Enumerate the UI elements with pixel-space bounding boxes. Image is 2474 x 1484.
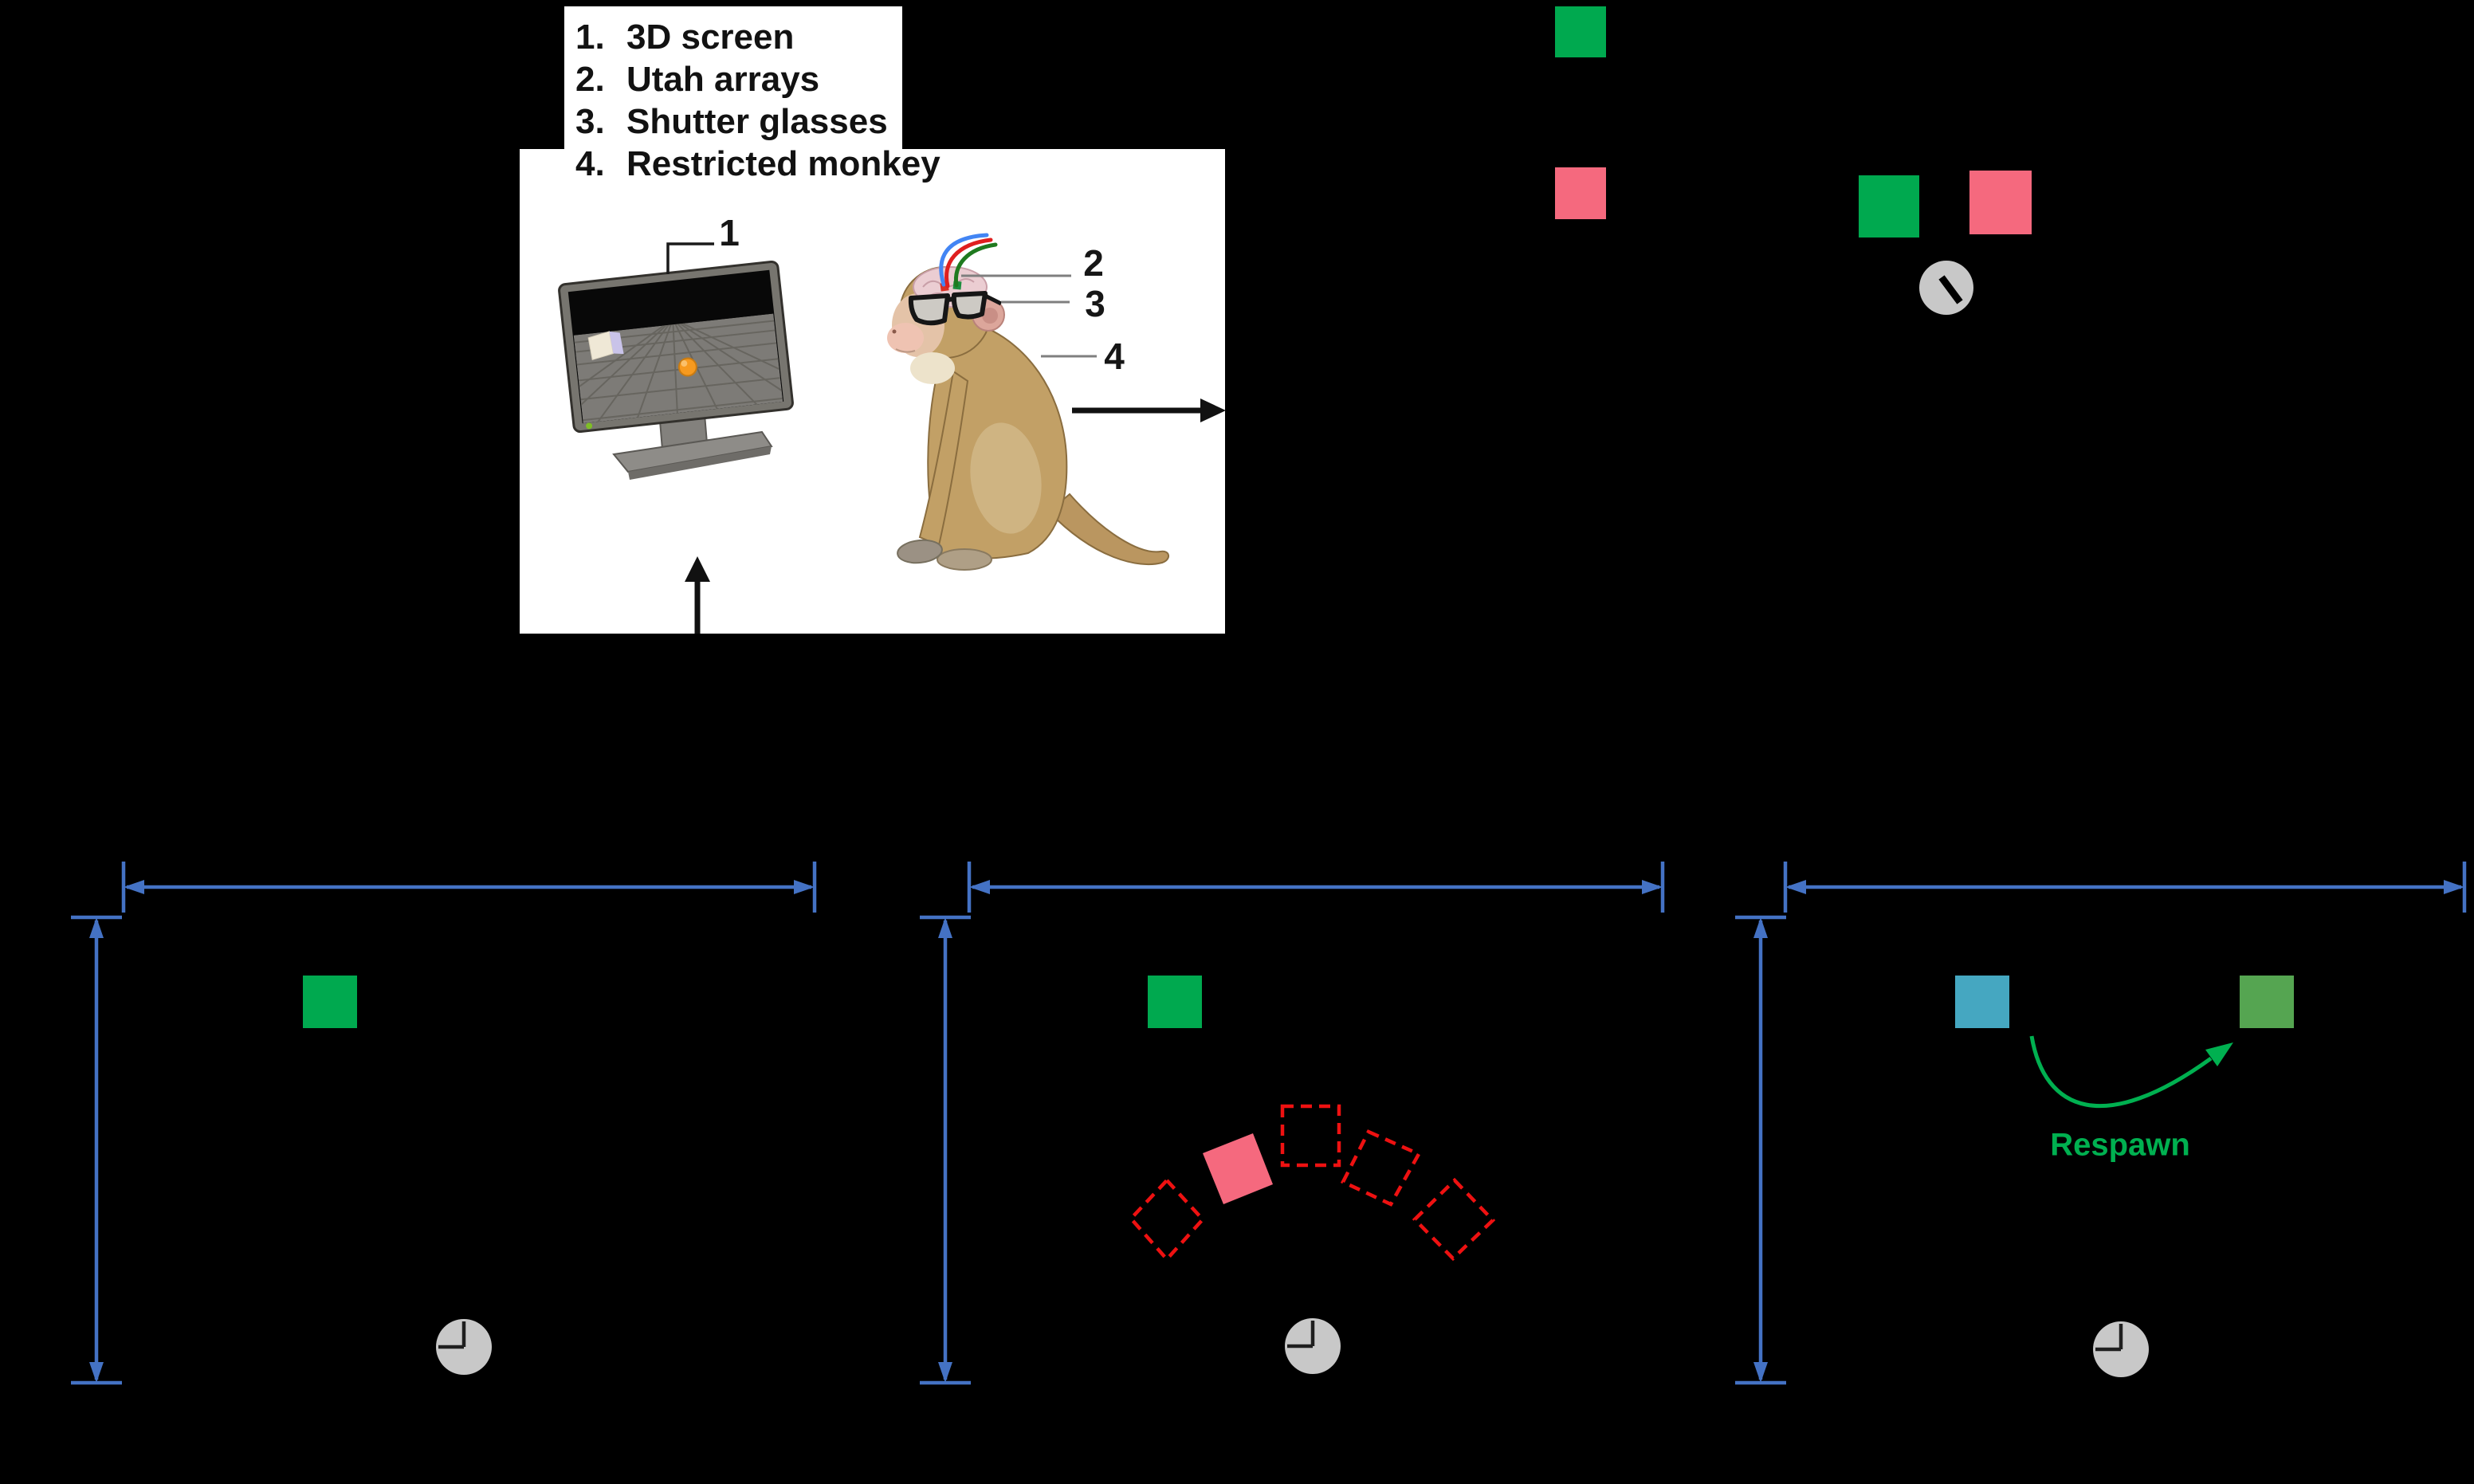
phase1-depth-line-arrow-top [89, 917, 104, 938]
legend-number: 4. [575, 144, 605, 183]
phase1-duration-line-arrow-right [794, 880, 815, 894]
phase2-start-square [1148, 976, 1202, 1028]
respawn-arrow [2029, 1035, 2213, 1109]
legend-label: Shutter glasses [626, 102, 888, 141]
phase2-clock [1285, 1318, 1341, 1374]
legend-label: Restricted monkey [626, 144, 941, 183]
monkey-callout-4: 4 [1104, 336, 1125, 377]
legend-number: 2. [575, 60, 605, 99]
legend-label: Utah arrays [626, 60, 820, 99]
phase1-duration-line-arrow-left [124, 880, 144, 894]
apparatus-panel [520, 149, 1225, 634]
legend-item-1: 1. 3D screen [564, 18, 902, 60]
phase2-target-square [1203, 1133, 1273, 1204]
phase3-teal-square [1955, 976, 2009, 1028]
phase3-respawn-square [2240, 976, 2294, 1028]
monitor-callout-1: 1 [719, 212, 740, 253]
sequence-clock [1919, 261, 1973, 315]
phase2-duration-line-arrow-left [969, 880, 990, 894]
legend-label: 3D screen [626, 18, 795, 57]
phase3-clock [2093, 1321, 2149, 1377]
cue-square-green-b [1859, 175, 1919, 238]
cue-square-pink-b [1969, 171, 2032, 234]
phase3-duration-line-arrow-left [1785, 880, 1806, 894]
legend-item-2: 2. Utah arrays [564, 60, 902, 102]
legend-number: 3. [575, 102, 605, 141]
legend-item-3: 3. Shutter glasses [564, 102, 902, 144]
phase1-clock [436, 1319, 492, 1375]
phase2-dashed-position-1 [1128, 1177, 1206, 1262]
phase2-depth-line-arrow-bottom [938, 1362, 952, 1383]
phase3-depth-line-arrow-bottom [1753, 1362, 1768, 1383]
monkey-callout-2: 2 [1083, 242, 1104, 284]
cue-square-green-a [1555, 6, 1606, 57]
phase2-dashed-position-3 [1340, 1129, 1422, 1207]
phase1-depth-line-arrow-bottom [89, 1362, 104, 1383]
phase2-dashed-position-2 [1280, 1104, 1341, 1168]
sequence-clock-hand [1938, 275, 1963, 304]
apparatus-legend: 1. 3D screen 2. Utah arrays 3. Shutter g… [564, 6, 941, 183]
phase2-duration-line-arrow-right [1642, 880, 1663, 894]
phase1-start-square [303, 976, 357, 1028]
phase3-duration-line-arrow-right [2444, 880, 2464, 894]
phase3-depth-line-arrow-top [1753, 917, 1768, 938]
monkey-callout-3: 3 [1085, 283, 1105, 324]
respawn-label: Respawn [2050, 1127, 2190, 1163]
respawn-arrow-head [2205, 1042, 2233, 1066]
legend-number: 1. [575, 18, 605, 57]
phase2-depth-line-arrow-top [938, 917, 952, 938]
phase2-dashed-position-4 [1412, 1177, 1496, 1262]
cue-square-pink-a [1555, 167, 1606, 219]
legend-item-4: 4. Restricted monkey [564, 144, 941, 186]
